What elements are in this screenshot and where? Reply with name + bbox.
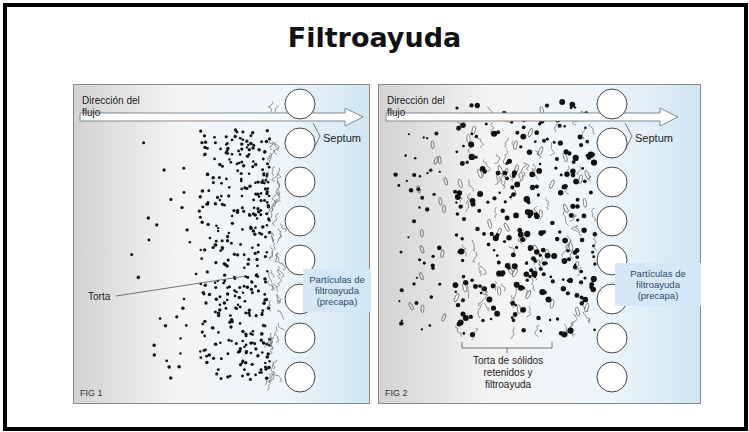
flow-arrow — [80, 108, 363, 126]
figure-panel: FIG 2 Partículas de filtroayuda (precapa)… — [378, 84, 701, 404]
callout-box: Partículas de filtroayuda (precapa) — [303, 269, 371, 312]
flow-arrow — [386, 108, 678, 126]
part-label: Dirección del flujo — [82, 95, 140, 118]
panel-ground — [73, 84, 370, 404]
part-label: Dirección del flujo — [387, 95, 445, 118]
part-label: Torta — [88, 291, 110, 302]
panel-ground — [378, 84, 701, 404]
callout-text: Partículas de filtroayuda (precapa) — [630, 268, 685, 301]
septum-circles — [285, 89, 315, 392]
leader-lines — [116, 123, 632, 353]
diagram-title: Filtroayuda — [0, 22, 749, 53]
label-holder: Septum — [323, 132, 368, 144]
label-holder: Dirección del flujo — [387, 95, 457, 119]
part-label: Septum — [635, 132, 673, 144]
label-holder: Septum — [635, 132, 695, 144]
septum-circles — [597, 89, 627, 392]
figure-number: FIG 1 — [80, 388, 103, 398]
label-holder: Torta de sólidos retenidos y filtroayuda — [461, 355, 555, 391]
cake-particles — [393, 99, 597, 340]
label-holder: Dirección del flujo — [82, 95, 152, 119]
part-label: Torta de sólidos retenidos y filtroayuda — [473, 355, 543, 390]
figure-panel: FIG 1 Partículas de filtroayuda (precapa)… — [73, 84, 370, 404]
cake-particles — [130, 101, 286, 390]
callout-box: Partículas de filtroayuda (precapa) — [615, 263, 701, 306]
callout-text: Partículas de filtroayuda (precapa) — [309, 274, 364, 307]
label-holder: Torta — [88, 291, 128, 303]
part-label: Septum — [323, 132, 361, 144]
figure-number: FIG 2 — [385, 388, 408, 398]
